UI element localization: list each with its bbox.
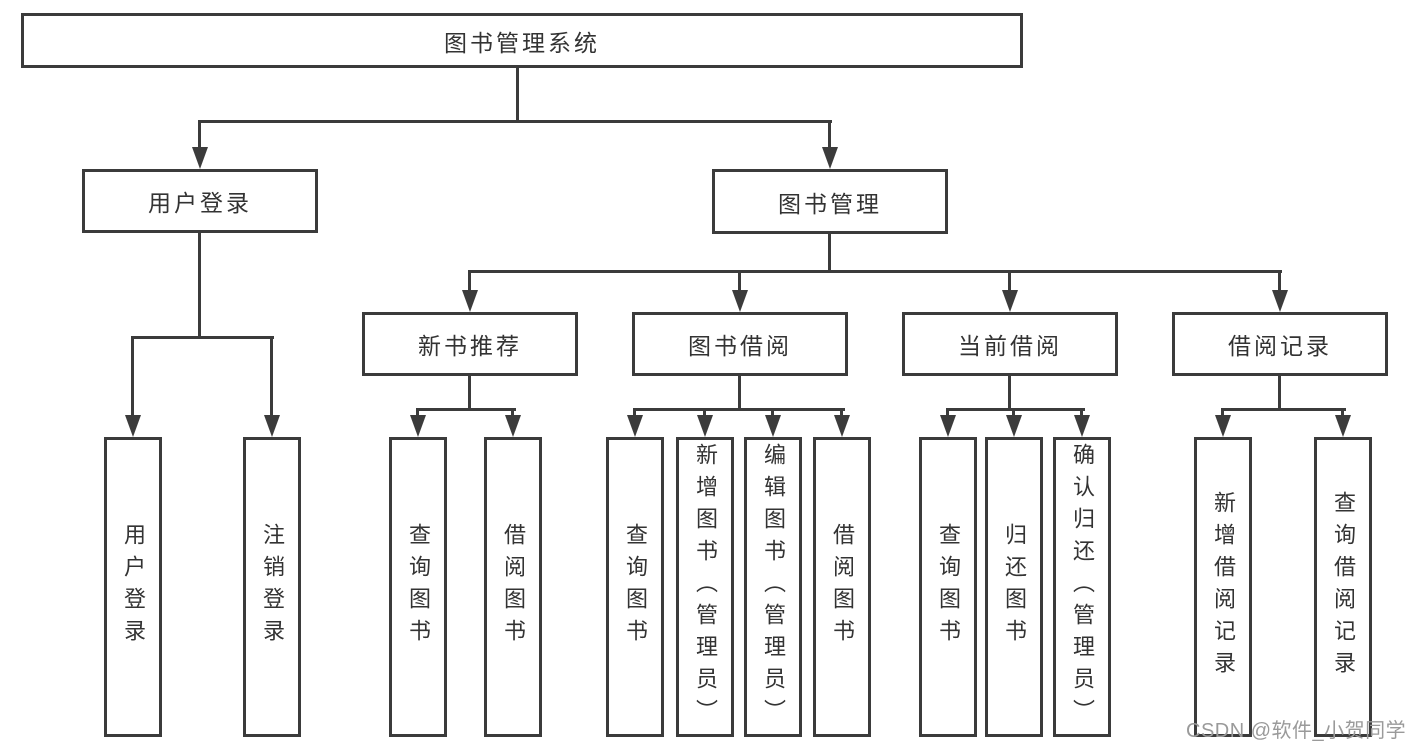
connector-arrow-shaft (1012, 408, 1015, 418)
connector-arrow-shaft (131, 336, 134, 418)
connector-arrow-shaft (703, 408, 706, 418)
leaf-return-books: 归还图书 (985, 437, 1043, 737)
arrow-down-icon (1002, 290, 1018, 312)
leaf-query-books-current: 查询图书 (919, 437, 977, 737)
leaf-query-books-recommend: 查询图书 (389, 437, 447, 737)
node-book-borrow: 图书借阅 (632, 312, 848, 376)
leaf-borrow-books-recommend: 借阅图书 (484, 437, 542, 737)
connector-arrow-shaft (1341, 408, 1344, 418)
node-label: 查询图书 (406, 523, 431, 651)
connector-root-split (198, 120, 832, 123)
connector-arrow-shaft (738, 270, 741, 292)
connector-current-borrow-split (946, 408, 1085, 411)
connector-arrow-shaft (633, 408, 636, 418)
node-label: 查询图书 (936, 523, 961, 651)
leaf-query-books-borrow: 查询图书 (606, 437, 664, 737)
node-book-management: 图书管理 (712, 169, 948, 234)
arrow-down-icon (697, 415, 713, 437)
node-borrow-records: 借阅记录 (1172, 312, 1388, 376)
connector-arrow-shaft (828, 120, 831, 148)
connector-arrow-shaft (946, 408, 949, 418)
node-label: 新增图书（管理员） (693, 443, 718, 731)
connector-arrow-shaft (468, 270, 471, 292)
connector-user-login-split (131, 336, 274, 339)
connector-user-login-stem (198, 233, 201, 338)
node-root-library-system: 图书管理系统 (21, 13, 1023, 68)
connector-root-stem (516, 68, 519, 121)
connector-arrow-shaft (1080, 408, 1083, 418)
connector-arrow-shaft (416, 408, 419, 418)
connector-arrow-shaft (1008, 270, 1011, 292)
leaf-add-books-admin: 新增图书（管理员） (676, 437, 734, 737)
connector-arrow-shaft (511, 408, 514, 418)
node-label: 查询借阅记录 (1331, 491, 1356, 683)
node-label: 图书借阅 (688, 333, 792, 359)
arrow-down-icon (940, 415, 956, 437)
arrow-down-icon (410, 415, 426, 437)
node-user-login: 用户登录 (82, 169, 318, 233)
node-label: 查询图书 (623, 523, 648, 651)
connector-book-borrow-stem (738, 376, 741, 410)
node-label: 用户登录 (121, 523, 146, 651)
node-label: 确认归还（管理员） (1070, 443, 1095, 731)
connector-arrow-shaft (840, 408, 843, 418)
leaf-confirm-return-admin: 确认归还（管理员） (1053, 437, 1111, 737)
leaf-logout: 注销登录 (243, 437, 301, 737)
connector-book-mgmt-split (468, 270, 1282, 273)
node-label: 图书管理 (778, 190, 882, 217)
node-label: 注销登录 (260, 523, 285, 651)
node-label: 编辑图书（管理员） (761, 443, 786, 731)
arrow-down-icon (765, 415, 781, 437)
node-label: 新增借阅记录 (1211, 491, 1236, 683)
arrow-down-icon (125, 415, 141, 437)
csdn-watermark: CSDN @软件_小贺同学 (1186, 720, 1405, 742)
node-label: 图书管理系统 (444, 29, 600, 56)
arrow-down-icon (1006, 415, 1022, 437)
node-label: 借阅图书 (501, 523, 526, 651)
connector-book-mgmt-stem (828, 234, 831, 273)
arrow-down-icon (462, 290, 478, 312)
arrow-down-icon (1074, 415, 1090, 437)
leaf-add-borrow-record: 新增借阅记录 (1194, 437, 1252, 737)
node-label: 借阅记录 (1228, 333, 1332, 359)
connector-new-book-split (416, 408, 516, 411)
node-current-borrow: 当前借阅 (902, 312, 1118, 376)
connector-borrow-records-split (1221, 408, 1346, 411)
connector-current-borrow-stem (1008, 376, 1011, 410)
leaf-edit-books-admin: 编辑图书（管理员） (744, 437, 802, 737)
connector-borrow-records-stem (1278, 376, 1281, 410)
arrow-down-icon (1272, 290, 1288, 312)
node-label: 归还图书 (1002, 523, 1027, 651)
arrow-down-icon (264, 415, 280, 437)
connector-arrow-shaft (198, 120, 201, 148)
leaf-borrow-books: 借阅图书 (813, 437, 871, 737)
arrow-down-icon (192, 147, 208, 169)
arrow-down-icon (627, 415, 643, 437)
arrow-down-icon (1335, 415, 1351, 437)
connector-book-borrow-split (633, 408, 845, 411)
arrow-down-icon (732, 290, 748, 312)
arrow-down-icon (834, 415, 850, 437)
connector-arrow-shaft (771, 408, 774, 418)
node-label: 借阅图书 (830, 523, 855, 651)
node-label: 用户登录 (148, 190, 252, 216)
connector-arrow-shaft (1278, 270, 1281, 292)
arrow-down-icon (1215, 415, 1231, 437)
node-new-book-recommend: 新书推荐 (362, 312, 578, 376)
connector-arrow-shaft (270, 336, 273, 418)
arrow-down-icon (822, 147, 838, 169)
arrow-down-icon (505, 415, 521, 437)
leaf-user-login: 用户登录 (104, 437, 162, 737)
connector-arrow-shaft (1221, 408, 1224, 418)
leaf-query-borrow-record: 查询借阅记录 (1314, 437, 1372, 737)
connector-new-book-stem (468, 376, 471, 410)
node-label: 当前借阅 (958, 333, 1062, 359)
node-label: 新书推荐 (418, 333, 522, 359)
